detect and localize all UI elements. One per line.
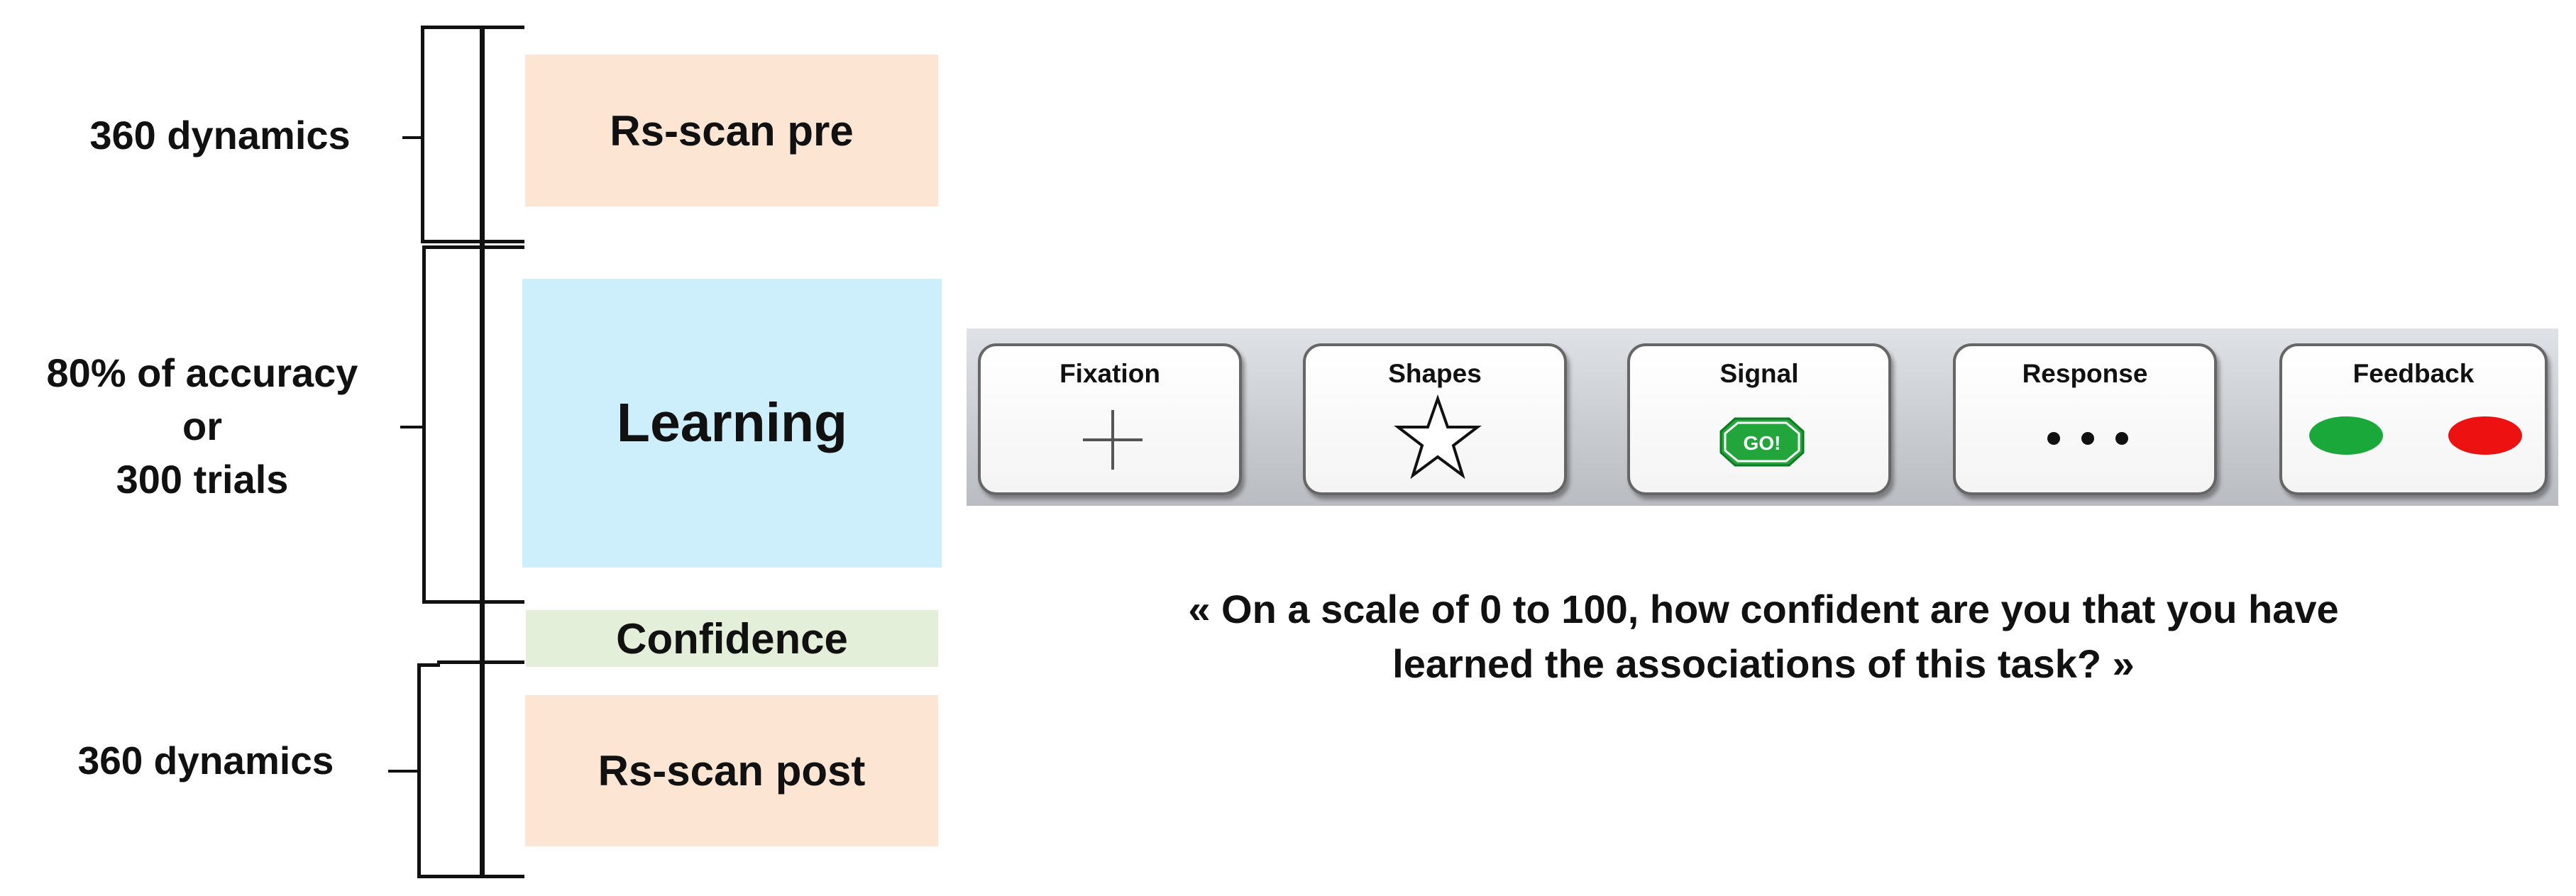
go-sign-text: GO! <box>1744 432 1781 454</box>
bracket-post-top-join <box>417 663 440 667</box>
bracket-pre-tick <box>402 136 422 139</box>
duration-learning-line-3: 300 trials <box>116 456 289 502</box>
duration-pre-label: 360 dynamics <box>89 112 351 157</box>
bracket-learning-vertical <box>422 245 426 602</box>
duration-learning-line-1: 80% of accuracy <box>46 350 358 395</box>
confidence-question-line-2: learned the associations of this task? » <box>1392 641 2135 686</box>
learning-label: Learning <box>616 392 848 453</box>
bracket-post-tick <box>388 770 418 773</box>
confidence-question-line-1: « On a scale of 0 to 100, how confident … <box>1188 587 2339 631</box>
rs-scan-pre-label: Rs-scan pre <box>610 106 854 155</box>
confidence-label: Confidence <box>616 614 848 663</box>
duration-learning-line-2: or <box>182 403 222 448</box>
rs-scan-post-box: Rs-scan post <box>525 695 938 846</box>
bracket-learning-tick <box>400 426 423 428</box>
fixation-cross-icon <box>1083 410 1143 470</box>
confidence-question: « On a scale of 0 to 100, how confident … <box>1008 582 2519 691</box>
step-label-signal: Signal <box>1719 359 1799 388</box>
bracket-post-top <box>437 660 524 664</box>
star-shape-icon <box>1394 394 1482 480</box>
step-card-fixation: Fixation <box>978 343 1242 495</box>
step-card-signal: Signal GO! <box>1627 343 1891 495</box>
bracket-post-vertical <box>417 663 421 877</box>
confidence-box: Confidence <box>526 610 938 667</box>
bracket-pre-vertical <box>421 26 424 243</box>
step-card-response: Response <box>1953 343 2217 495</box>
feedback-ovals-icon <box>2309 416 2522 455</box>
bracket-learning-bottom <box>422 600 524 604</box>
bracket-post-bottom <box>417 875 524 878</box>
go-sign-icon: GO! <box>1719 417 1805 467</box>
step-card-shapes: Shapes <box>1303 343 1567 495</box>
learning-box: Learning <box>522 279 942 568</box>
bracket-learning-top <box>422 245 524 249</box>
rs-scan-post-label: Rs-scan post <box>598 747 866 795</box>
bracket-pre-bottom <box>421 240 524 243</box>
timeline-main-line <box>480 26 485 878</box>
step-label-feedback: Feedback <box>2352 359 2475 388</box>
bracket-pre-top <box>421 26 524 29</box>
duration-learning-label: 80% of accuracy or 300 trials <box>0 337 404 514</box>
step-label-fixation: Fixation <box>1059 359 1160 388</box>
duration-post-label: 360 dynamics <box>77 739 334 782</box>
step-label-response: Response <box>2022 359 2148 388</box>
step-label-shapes: Shapes <box>1388 359 1482 388</box>
rs-scan-pre-box: Rs-scan pre <box>525 55 938 206</box>
step-card-feedback: Feedback <box>2279 343 2548 495</box>
ellipsis-dots-icon <box>2047 432 2128 445</box>
